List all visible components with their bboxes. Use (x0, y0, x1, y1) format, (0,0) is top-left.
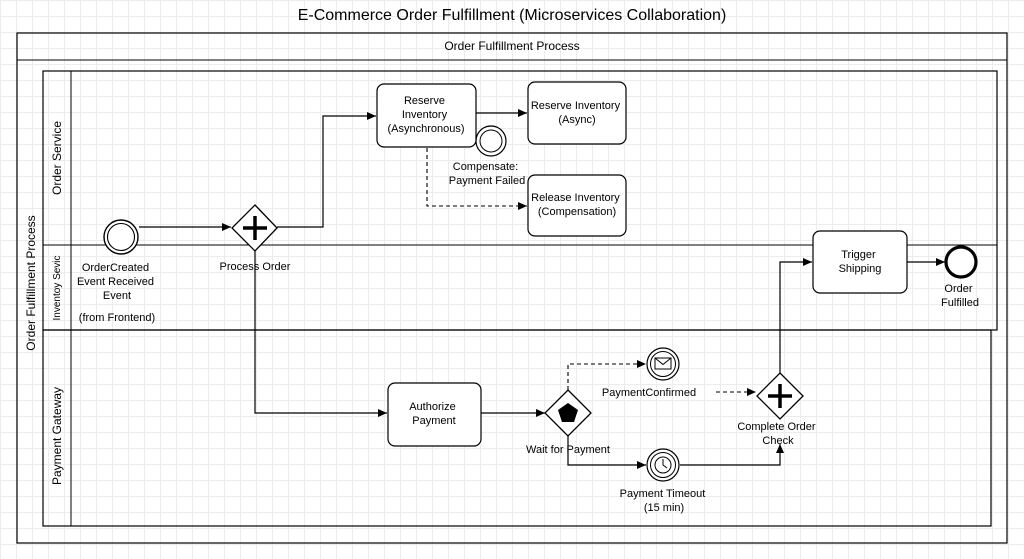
gateway-complete-order-check-label: Complete Order Check (737, 421, 818, 447)
gateway-process-order[interactable] (231, 204, 278, 252)
task-trigger-shipping-label: Trigger Shipping (839, 249, 882, 275)
task-trigger-shipping[interactable]: Trigger Shipping (812, 230, 908, 294)
envelope-icon (654, 357, 672, 370)
compensate-event[interactable] (475, 125, 507, 157)
lane-label-payment-gateway: Payment Gateway (50, 387, 64, 485)
message-flows (426, 148, 756, 396)
gateway-wait-for-payment[interactable] (544, 389, 592, 437)
task-reserve-inventory-async-label: Reserve Inventory (Async) (531, 100, 623, 126)
payment-timeout-event[interactable] (646, 448, 680, 482)
lane-label-inventory-service: Inventoy Sevic (52, 255, 63, 320)
start-event-label: OrderCreated Event Received Event (77, 262, 157, 302)
gateway-complete-order-check[interactable] (756, 372, 804, 420)
flow-process-order-to-reserve-inventory[interactable] (277, 112, 376, 228)
lane-label-order-service: Order Service (50, 121, 64, 195)
pool-side-label: Order Fulfillment Process (24, 215, 38, 350)
plus-icon (243, 216, 267, 240)
gateway-process-order-label: Process Order (220, 261, 291, 273)
task-authorize-payment-label: Authorize Payment (409, 401, 459, 427)
compensate-event-label: Compensate: Payment Failed (449, 161, 525, 187)
sequence-flows (139, 109, 945, 469)
task-authorize-payment[interactable]: Authorize Payment (387, 382, 482, 447)
task-reserve-inventory-label: Reserve Inventory (Asynchronous) (387, 95, 464, 135)
plus-icon (768, 384, 792, 408)
task-reserve-inventory[interactable]: Reserve Inventory (Asynchronous) (376, 83, 477, 148)
end-event[interactable] (944, 245, 978, 279)
flow-wait-to-payment-confirmed[interactable] (567, 360, 646, 390)
flow-process-order-to-authorize-payment[interactable] (254, 251, 387, 417)
start-event[interactable] (103, 219, 139, 255)
flow-wait-to-payment-timeout[interactable] (567, 436, 646, 469)
gateway-wait-for-payment-label: Wait for Payment (526, 444, 610, 456)
lane-payment-gateway-frame (42, 329, 992, 527)
payment-confirmed-label: PaymentConfirmed (602, 387, 696, 399)
task-reserve-inventory-async[interactable]: Reserve Inventory (Async) (527, 81, 627, 145)
pool-header-label: Order Fulfillment Process (444, 39, 579, 53)
flow-complete-check-to-trigger-shipping[interactable] (779, 258, 812, 373)
diagram-title: E-Commerce Order Fulfillment (Microservi… (298, 7, 727, 24)
task-release-inventory[interactable]: Release Inventory (Compensation) (527, 174, 627, 237)
payment-confirmed-event[interactable] (646, 347, 680, 381)
flow-compensation-to-release[interactable] (426, 148, 527, 210)
start-event-note: (from Frontend) (79, 312, 155, 324)
pool[interactable] (16, 32, 1008, 544)
end-event-label: Order Fulfilled (941, 283, 979, 309)
task-release-inventory-label: Release Inventory (Compensation) (531, 192, 623, 218)
payment-timeout-label: Payment Timeout (15 min) (620, 488, 709, 514)
clock-icon (654, 456, 672, 474)
pentagon-icon (558, 403, 578, 422)
flow-timeout-to-complete-check[interactable] (680, 444, 784, 466)
